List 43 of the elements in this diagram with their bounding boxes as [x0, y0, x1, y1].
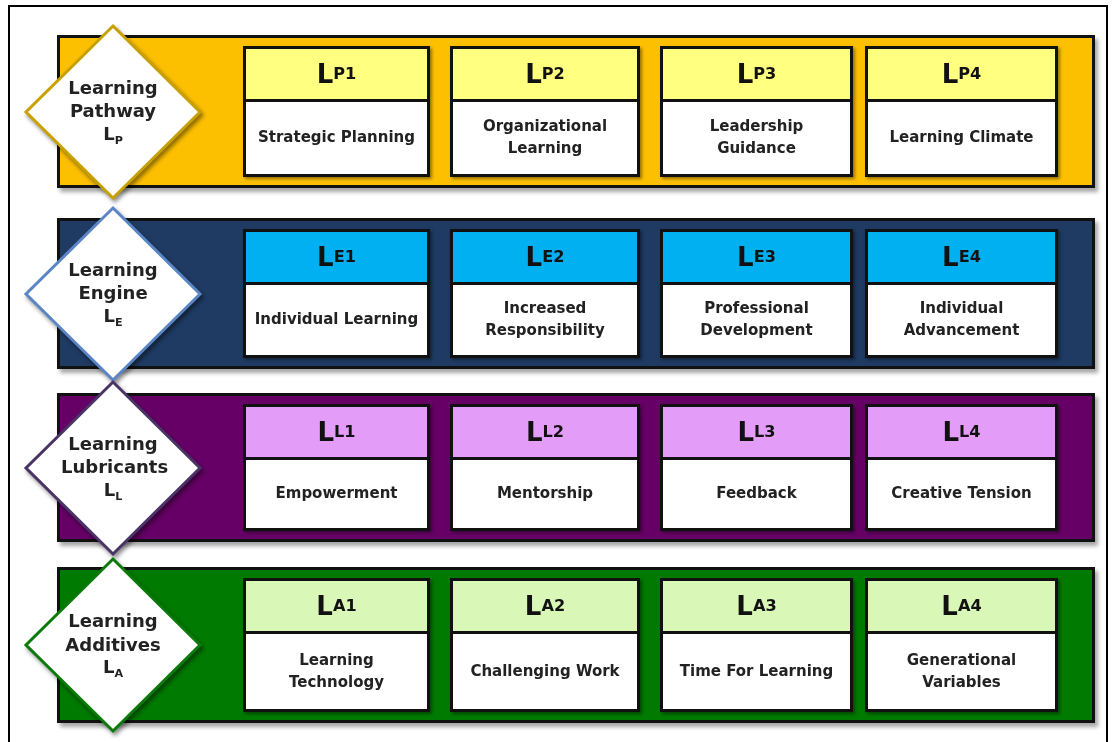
category-band: [57, 393, 1095, 542]
factor-label: Increased Responsibility: [484, 298, 606, 341]
factor-label: Empowerment: [275, 483, 398, 505]
factor-label: Challenging Work: [470, 660, 620, 682]
factor-label: Strategic Planning: [258, 127, 415, 149]
factor-card: [660, 46, 853, 177]
factor-card: [243, 578, 430, 712]
category-symbol: L$_{A}$: [102, 656, 124, 681]
factor-label: Mentorship: [496, 483, 594, 505]
factor-card: [865, 578, 1058, 712]
factor-card: [450, 404, 640, 531]
factor-label: Individual Advancement: [902, 298, 1021, 341]
category-band: [57, 218, 1095, 369]
factor-label: Individual Learning: [254, 309, 419, 331]
category-band: [57, 35, 1095, 188]
factor-label: Professional Development: [699, 298, 814, 341]
factor-label: Leadership Guidance: [708, 116, 805, 159]
factor-card: [660, 229, 853, 358]
factor-label: Feedback: [716, 483, 797, 505]
factor-label: Learning Technology: [288, 649, 385, 693]
factor-card: [243, 404, 430, 531]
category-title: Learning Additives: [64, 609, 162, 657]
factor-label: Generational Variables: [905, 649, 1018, 693]
factor-card: [660, 578, 853, 712]
category-title: Learning Engine: [67, 257, 159, 305]
factor-label: Creative Tension: [891, 483, 1032, 505]
category-symbol: L$_{E}$: [103, 304, 123, 329]
category-symbol: L$_{L}$: [103, 478, 123, 503]
category-title: Learning Pathway: [67, 75, 159, 123]
factor-card: [865, 404, 1058, 531]
factor-card: [865, 229, 1058, 358]
factor-card: [450, 229, 640, 358]
factor-label: Organizational Learning: [481, 116, 609, 159]
factor-card: [450, 578, 640, 712]
category-band: [57, 567, 1095, 723]
factor-card: [660, 404, 853, 531]
factor-card: [865, 46, 1058, 177]
factor-card: [243, 46, 430, 177]
factor-card: [243, 229, 430, 358]
factor-card: [450, 46, 640, 177]
category-symbol: L$_{P}$: [103, 122, 123, 147]
factor-label: Time For Learning: [679, 660, 834, 682]
factor-label: Learning Climate: [889, 127, 1034, 149]
